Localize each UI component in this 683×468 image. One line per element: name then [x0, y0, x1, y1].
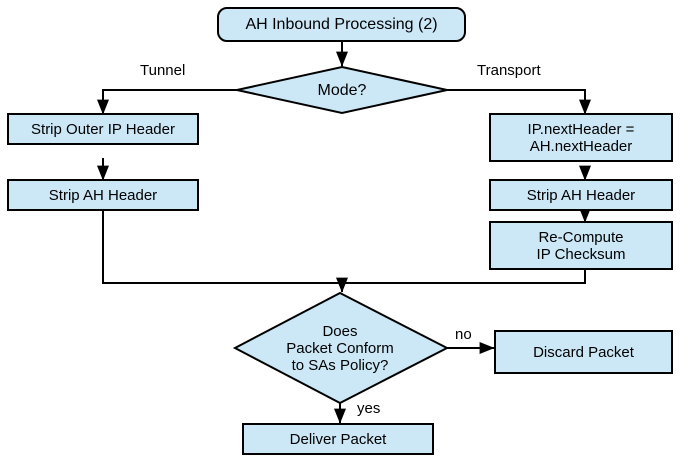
- node-strip-outer-ip-header: [7, 113, 199, 145]
- edge-mode-tunnel: [97, 89, 237, 115]
- edge-label-no: no: [455, 326, 472, 343]
- node-start: [217, 7, 466, 42]
- edge-mode-transport: [447, 89, 591, 115]
- node-recompute-checksum: [489, 221, 673, 270]
- node-strip-ah-header-transport: [489, 179, 673, 211]
- node-policy-decision: [232, 291, 450, 405]
- node-deliver-packet: [242, 423, 434, 455]
- edge-label-yes: yes: [357, 400, 381, 417]
- edge-left-merge: [102, 207, 342, 284]
- node-strip-ah-header-tunnel: [7, 179, 199, 211]
- edge-right-merge: [342, 268, 586, 284]
- node-ip-next-header: [489, 113, 673, 162]
- edge-label-transport: Transport: [477, 62, 541, 79]
- node-mode-decision: [236, 65, 448, 115]
- edge-label-tunnel: Tunnel: [140, 62, 186, 79]
- node-discard-packet: [494, 330, 673, 374]
